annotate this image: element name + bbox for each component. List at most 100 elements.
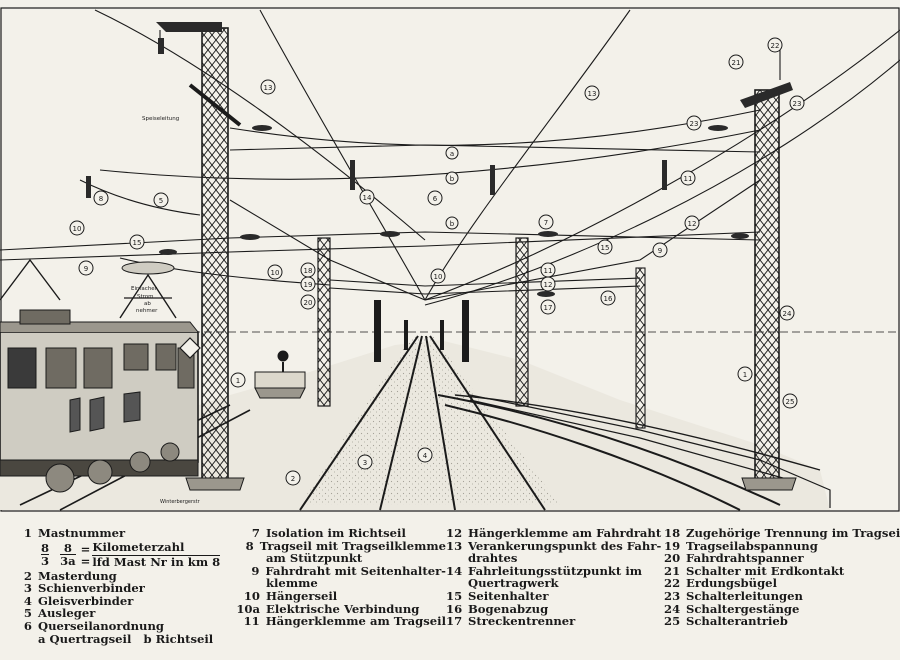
callout-2: 2	[285, 470, 301, 486]
pantograph-label-line3: ab	[144, 301, 151, 307]
callout-10-mid: 10	[267, 264, 283, 280]
svg-text:19: 19	[304, 281, 313, 289]
callout-19: 19	[300, 276, 316, 292]
rails	[19, 335, 821, 511]
callout-13: 13	[260, 79, 276, 95]
callout-1-right: 1	[737, 366, 753, 382]
callout-11-center: 11	[540, 262, 556, 278]
drawing-labels: Speiseleitung Einfacher Strom ab nehmer …	[131, 116, 201, 505]
callout-21: 21	[728, 54, 744, 70]
callout-17: 17	[540, 299, 556, 315]
fraction-1: 8 3	[41, 541, 50, 569]
svg-text:10: 10	[434, 273, 443, 281]
svg-text:15: 15	[133, 239, 142, 247]
svg-text:1: 1	[236, 377, 240, 385]
svg-text:8: 8	[99, 195, 103, 203]
svg-text:14: 14	[363, 194, 372, 202]
artist-signature: Winterbergerstr	[160, 499, 201, 505]
svg-text:1: 1	[743, 371, 747, 379]
catenary-illustration: 1 1 2 3 4 5 6 7 8 9 9 10 10 10 11 11 12 …	[0, 7, 900, 512]
svg-text:6: 6	[433, 195, 438, 203]
locomotive	[0, 258, 201, 493]
svg-text:3: 3	[363, 459, 367, 467]
masts	[156, 22, 797, 491]
callout-22: 22	[767, 37, 783, 53]
legend-subitem: a Quertragseil b Richtseil	[38, 631, 214, 646]
svg-text:b: b	[450, 175, 455, 183]
signal-post	[254, 350, 306, 399]
svg-text:11: 11	[684, 175, 693, 183]
svg-text:16: 16	[604, 295, 613, 303]
callout-10-center: 10	[430, 268, 446, 284]
svg-text:9: 9	[658, 247, 662, 255]
svg-text:24: 24	[783, 310, 792, 318]
callout-1: 1	[230, 372, 246, 388]
pantograph-label-line4: nehmer	[136, 308, 158, 314]
svg-text:13: 13	[588, 90, 597, 98]
svg-text:18: 18	[304, 267, 313, 275]
pantograph-label-line2: Strom	[137, 294, 154, 300]
callout-23: 23	[686, 115, 702, 131]
callout-10: 10	[69, 220, 85, 236]
callout-12: 12	[684, 215, 700, 231]
svg-text:10: 10	[271, 269, 280, 277]
callout-15-right: 15	[597, 239, 613, 255]
svg-text:7: 7	[544, 219, 548, 227]
equals-signs: = =	[80, 541, 91, 568]
svg-text:9: 9	[84, 265, 88, 273]
svg-text:2: 2	[291, 475, 295, 483]
callout-markers: 1 1 2 3 4 5 6 7 8 9 9 10 10 10 11 11 12 …	[69, 37, 805, 486]
callout-9: 9	[78, 260, 94, 276]
callout-12-center: 12	[540, 276, 556, 292]
svg-text:b: b	[450, 220, 455, 228]
svg-text:20: 20	[304, 299, 313, 307]
callout-15: 15	[129, 234, 145, 250]
callout-b-lower: b	[445, 216, 459, 230]
svg-text:23: 23	[690, 120, 699, 128]
callout-8: 8	[93, 190, 109, 206]
svg-text:10: 10	[73, 225, 82, 233]
callout-14: 14	[359, 189, 375, 205]
callout-20: 20	[300, 294, 316, 310]
insulators	[86, 38, 749, 297]
svg-text:22: 22	[771, 42, 780, 50]
formula-result: Kilometerzahl lfd Mast Nr in km 8	[92, 539, 221, 569]
svg-text:15: 15	[601, 244, 610, 252]
mast-number-formula: 8 3 8 3a = = Kilometerzahl lfd Mast Nr i…	[16, 540, 226, 570]
svg-text:12: 12	[688, 220, 697, 228]
callout-3: 3	[357, 454, 373, 470]
platform	[469, 394, 831, 508]
callout-13-right: 13	[584, 85, 600, 101]
callout-a: a	[445, 146, 459, 160]
callout-6: 6	[427, 190, 443, 206]
callout-9-right: 9	[652, 242, 668, 258]
callout-25: 25	[782, 393, 798, 409]
svg-text:25: 25	[786, 398, 795, 406]
svg-text:a: a	[450, 150, 454, 158]
callout-11: 11	[680, 170, 696, 186]
pantograph-label-line1: Einfacher	[131, 286, 158, 292]
svg-text:4: 4	[423, 452, 428, 460]
